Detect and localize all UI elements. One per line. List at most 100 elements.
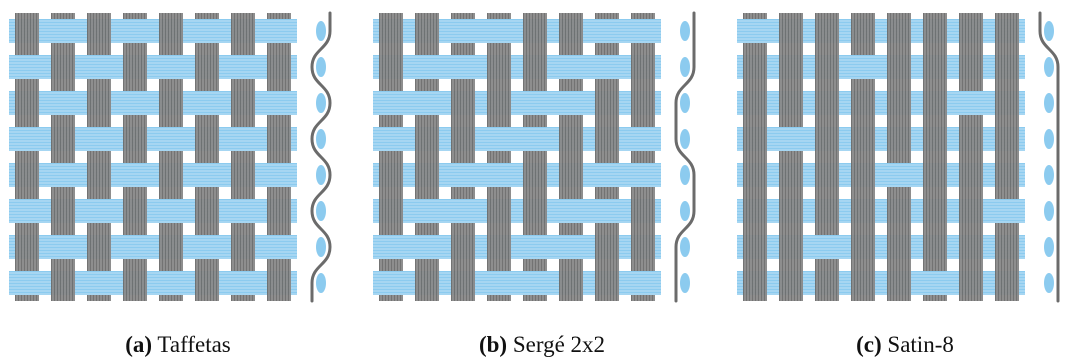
weft-float (194, 163, 220, 187)
caption-serge-2x2: (b) Sergé 2x2 (479, 332, 605, 358)
weft-float (630, 19, 656, 43)
weft-float (266, 235, 292, 259)
warp-thread (887, 13, 911, 301)
weft-float (194, 19, 220, 43)
weft-float (14, 271, 40, 295)
weft-float (266, 163, 292, 187)
weft-float (414, 199, 440, 223)
weft-float (266, 91, 292, 115)
weft-float (122, 91, 148, 115)
weft-float (266, 19, 292, 43)
caption-satin-8: (c) Satin-8 (856, 332, 954, 358)
weft-float (122, 163, 148, 187)
weft-section (316, 165, 326, 185)
warp-section-line (674, 11, 696, 303)
panel-satin-8 (737, 11, 1060, 303)
weft-float (486, 127, 512, 151)
weft-float (158, 271, 184, 295)
caption-taffetas: (a) Taffetas (125, 332, 230, 358)
weft-float (194, 235, 220, 259)
weft-section (680, 21, 690, 41)
weft-float (922, 271, 948, 295)
weft-float (14, 127, 40, 151)
weft-float (414, 235, 440, 259)
weft-float (814, 235, 840, 259)
weft-float (594, 55, 620, 79)
weft-float (50, 19, 76, 43)
weft-float (450, 199, 476, 223)
weft-float (450, 55, 476, 79)
warp-thread (487, 13, 511, 301)
caption-label: Taffetas (157, 332, 231, 357)
weft-float (122, 19, 148, 43)
weft-float (158, 199, 184, 223)
weft-section (680, 57, 690, 77)
warp-thread (923, 13, 947, 301)
weft-float (158, 127, 184, 151)
weft-float (742, 19, 768, 43)
weft-section (1044, 21, 1054, 41)
weft-float (14, 55, 40, 79)
weft-float (594, 19, 620, 43)
weft-float (558, 235, 584, 259)
warp-thread (631, 13, 655, 301)
weft-float (630, 163, 656, 187)
warp-section-line (310, 11, 332, 303)
weft-section (1044, 129, 1054, 149)
weft-section (316, 57, 326, 77)
weft-section (1044, 93, 1054, 113)
weft-float (450, 163, 476, 187)
weft-section (680, 129, 690, 149)
weft-float (50, 235, 76, 259)
weft-section (1044, 273, 1054, 293)
weft-float (486, 19, 512, 43)
weft-float (378, 127, 404, 151)
caption-tag: (a) (125, 332, 153, 357)
panel-serge-2x2 (373, 11, 696, 303)
weft-float (994, 199, 1020, 223)
weft-section (1044, 57, 1054, 77)
weft-section (316, 93, 326, 113)
warp-thread (959, 13, 983, 301)
weft-section (1044, 237, 1054, 257)
weft-float (230, 271, 256, 295)
cross-section-profile (674, 11, 696, 303)
weft-float (230, 55, 256, 79)
weft-float (558, 55, 584, 79)
weft-float (378, 91, 404, 115)
weft-float (414, 55, 440, 79)
weft-section (680, 237, 690, 257)
weft-float (230, 127, 256, 151)
weft-float (594, 199, 620, 223)
weft-float (158, 55, 184, 79)
weft-float (886, 163, 912, 187)
weft-float (522, 235, 548, 259)
caption-tag: (c) (856, 332, 882, 357)
weft-float (86, 271, 112, 295)
weft-float (194, 91, 220, 115)
weft-section (680, 201, 690, 221)
weft-float (378, 271, 404, 295)
caption-label: Satin-8 (887, 332, 954, 357)
warp-thread (743, 13, 767, 301)
weft-float (486, 163, 512, 187)
weft-section (1044, 201, 1054, 221)
weft-float (778, 127, 804, 151)
warp-thread (995, 13, 1019, 301)
weft-section (316, 273, 326, 293)
weft-float (558, 91, 584, 115)
weft-section (316, 21, 326, 41)
weft-section (316, 201, 326, 221)
weft-float (450, 19, 476, 43)
warp-section-line (1038, 11, 1060, 303)
cross-section-profile (310, 11, 332, 303)
weft-float (630, 127, 656, 151)
weft-float (522, 127, 548, 151)
weft-section (680, 93, 690, 113)
panel-taffetas (9, 11, 332, 303)
weft-float (378, 235, 404, 259)
weft-section (316, 237, 326, 257)
weft-float (850, 55, 876, 79)
weft-section (680, 165, 690, 185)
